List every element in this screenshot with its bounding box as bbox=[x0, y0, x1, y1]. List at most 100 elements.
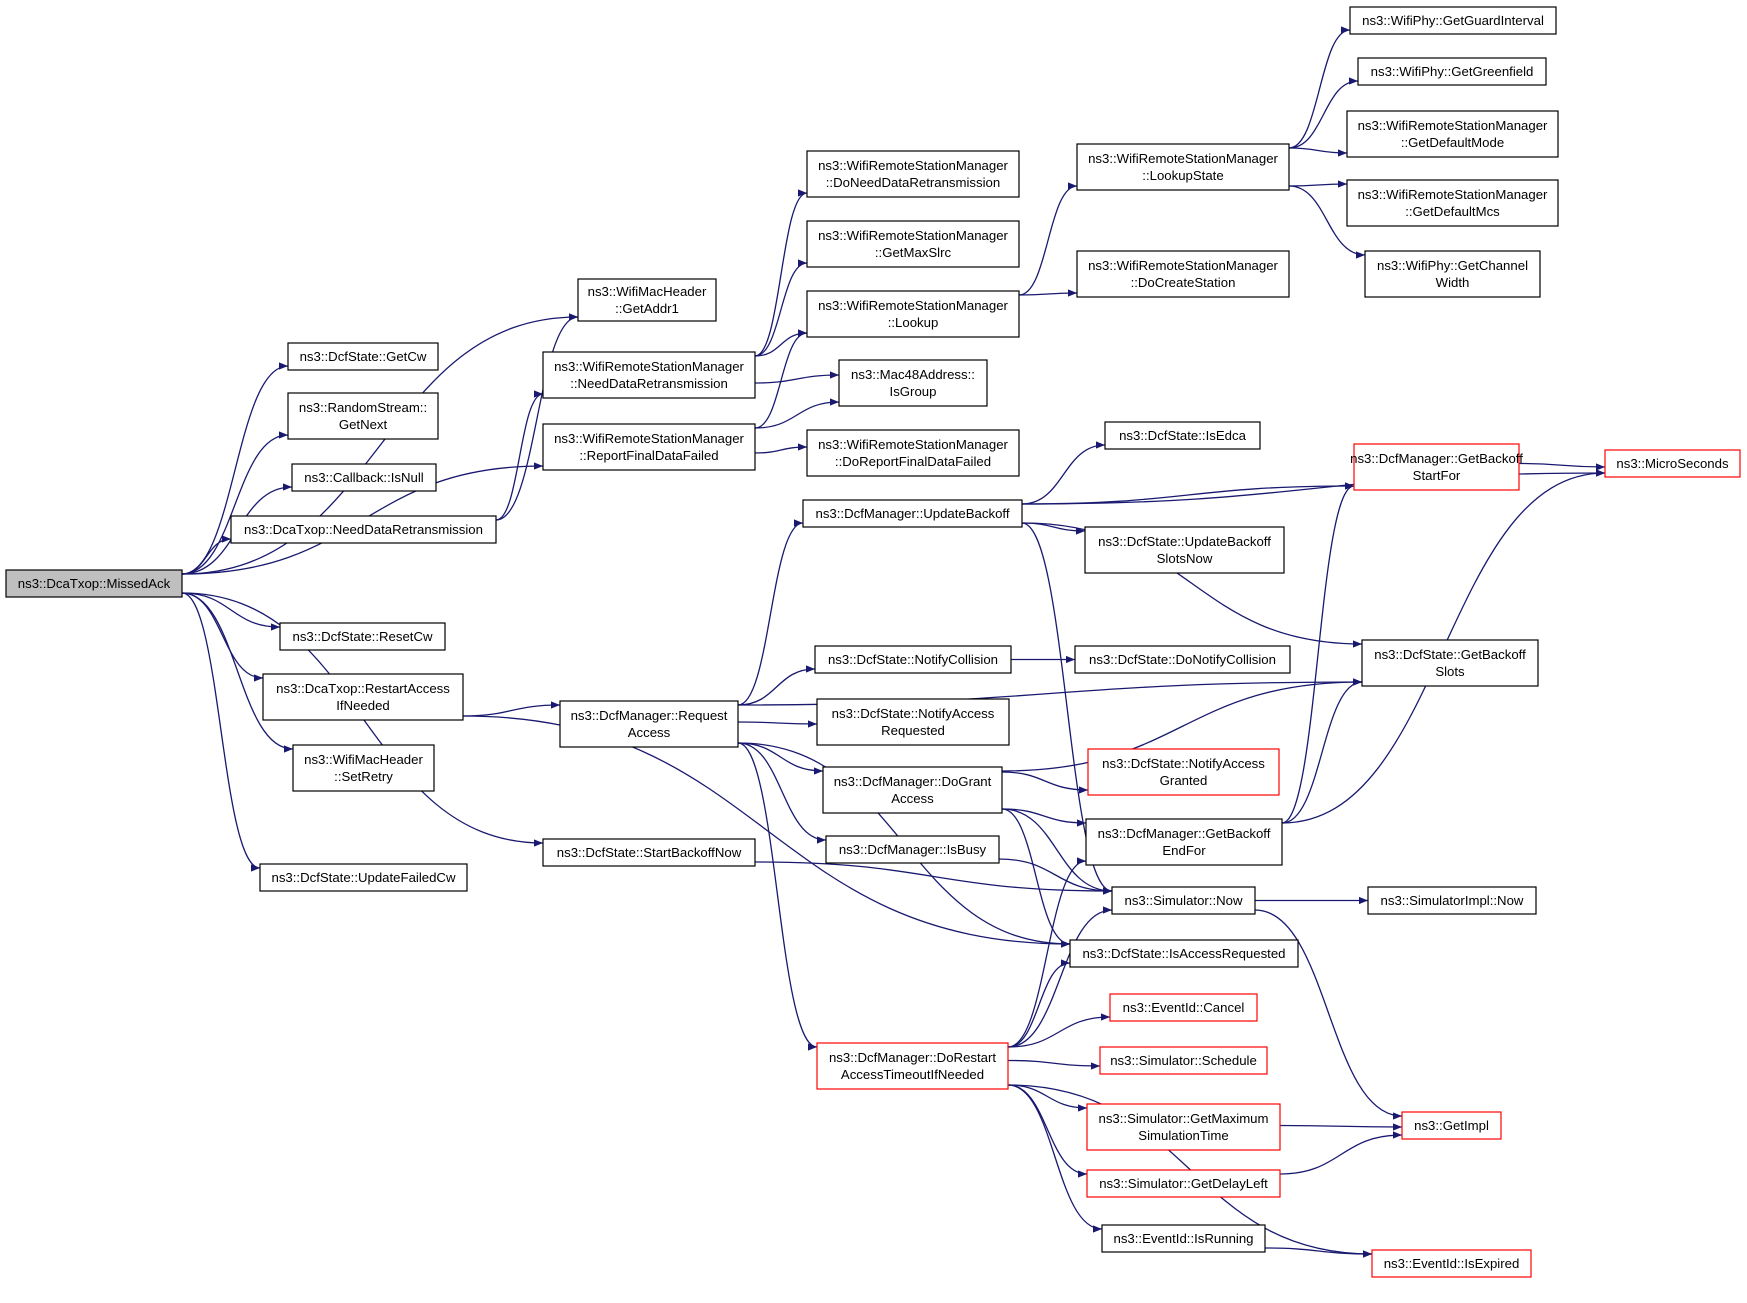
node-schedule[interactable]: ns3::Simulator::Schedule bbox=[1099, 1046, 1268, 1075]
node-label: Granted bbox=[1160, 773, 1208, 788]
node-label: ns3::DcfState::UpdateBackoff bbox=[1098, 534, 1271, 549]
node-isgroup[interactable]: ns3::Mac48Address::IsGroup bbox=[838, 359, 988, 407]
node-box bbox=[1084, 526, 1285, 574]
node-label: ns3::WifiRemoteStationManager bbox=[554, 359, 744, 374]
node-doneeddataretrans[interactable]: ns3::WifiRemoteStationManager::DoNeedDat… bbox=[806, 150, 1020, 198]
node-lookup[interactable]: ns3::WifiRemoteStationManager::Lookup bbox=[806, 290, 1020, 338]
edge-arrow bbox=[1007, 1013, 1111, 1048]
node-getdefaultmode[interactable]: ns3::WifiRemoteStationManager::GetDefaul… bbox=[1346, 110, 1559, 158]
node-getaddr1[interactable]: ns3::WifiMacHeader::GetAddr1 bbox=[577, 278, 717, 322]
node-donotifycollision[interactable]: ns3::DcfState::DoNotifyCollision bbox=[1074, 645, 1291, 674]
node-label: ns3::DcfManager::GetBackoff bbox=[1098, 826, 1271, 841]
edge-arrow bbox=[1001, 808, 1113, 895]
node-simimplnow[interactable]: ns3::SimulatorImpl::Now bbox=[1367, 886, 1537, 915]
node-getdelayleft[interactable]: ns3::Simulator::GetDelayLeft bbox=[1086, 1169, 1281, 1198]
node-box bbox=[1401, 1111, 1502, 1140]
node-box bbox=[542, 351, 756, 399]
node-startbackoffnow[interactable]: ns3::DcfState::StartBackoffNow bbox=[542, 838, 756, 867]
node-label: ns3::GetImpl bbox=[1414, 1118, 1489, 1133]
node-label: ::SetRetry bbox=[334, 769, 393, 784]
edge-arrow bbox=[181, 592, 281, 631]
edge-lookup-to-lookupstate bbox=[1018, 182, 1078, 296]
node-box bbox=[1104, 421, 1261, 450]
node-label: ns3::RandomStream:: bbox=[299, 400, 427, 415]
edge-dograntaccess-to-getbackoffendfor bbox=[1001, 808, 1087, 827]
node-box bbox=[1349, 6, 1557, 35]
edge-arrow bbox=[1007, 906, 1113, 1048]
node-simnow[interactable]: ns3::Simulator::Now bbox=[1111, 886, 1256, 915]
edge-arrow bbox=[1007, 857, 1087, 1048]
node-isaccessrequested[interactable]: ns3::DcfState::IsAccessRequested bbox=[1069, 939, 1299, 968]
edge-dcaneeddataretrans-to-getaddr1 bbox=[495, 313, 579, 521]
node-box bbox=[1074, 645, 1291, 674]
node-reportfinaldatafailed[interactable]: ns3::WifiRemoteStationManager::ReportFin… bbox=[542, 423, 756, 471]
node-isbusy[interactable]: ns3::DcfManager::IsBusy bbox=[825, 835, 1000, 864]
node-microseconds[interactable]: ns3::MicroSeconds bbox=[1604, 449, 1741, 478]
edge-arrow bbox=[1288, 77, 1359, 149]
edge-arrow bbox=[1288, 180, 1348, 188]
node-setretry[interactable]: ns3::WifiMacHeader::SetRetry bbox=[292, 744, 435, 792]
node-isnull[interactable]: ns3::Callback::IsNull bbox=[291, 463, 437, 492]
edge-arrow bbox=[1021, 522, 1113, 895]
edge-arrow bbox=[1281, 482, 1355, 824]
edge-restartaccess-to-isaccessrequested bbox=[462, 715, 1071, 948]
edge-requestaccess-to-isbusy bbox=[737, 742, 827, 844]
node-cancel[interactable]: ns3::EventId::Cancel bbox=[1109, 993, 1258, 1022]
node-dcaneeddataretrans[interactable]: ns3::DcaTxop::NeedDataRetransmission bbox=[230, 515, 497, 544]
node-label: ns3::SimulatorImpl::Now bbox=[1381, 893, 1524, 908]
node-getgreenfield[interactable]: ns3::WifiPhy::GetGreenfield bbox=[1357, 57, 1547, 86]
node-isexpired[interactable]: ns3::EventId::IsExpired bbox=[1371, 1249, 1532, 1278]
edge-dorestart-to-getbackoffendfor bbox=[1007, 857, 1087, 1048]
node-getnext[interactable]: ns3::RandomStream::GetNext bbox=[287, 392, 439, 440]
node-box bbox=[1604, 449, 1741, 478]
node-getcw[interactable]: ns3::DcfState::GetCw bbox=[287, 342, 439, 371]
node-doreportfinaldatafailed[interactable]: ns3::WifiRemoteStationManager::DoReportF… bbox=[806, 429, 1020, 477]
node-resetcw[interactable]: ns3::DcfState::ResetCw bbox=[279, 622, 446, 651]
node-notifycollision[interactable]: ns3::DcfState::NotifyCollision bbox=[814, 645, 1012, 674]
edge-lookupstate-to-getdefaultmode bbox=[1288, 147, 1348, 157]
node-dorestart[interactable]: ns3::DcfManager::DoRestartAccessTimeoutI… bbox=[816, 1042, 1009, 1090]
edge-arrow bbox=[754, 861, 1113, 895]
node-wrsmneeddataretrans[interactable]: ns3::WifiRemoteStationManager::NeedDataR… bbox=[542, 351, 756, 399]
node-label: IfNeeded bbox=[336, 698, 390, 713]
edge-dcaneeddataretrans-to-wrsmneeddataretrans bbox=[495, 390, 544, 521]
node-label: ns3::WifiPhy::GetChannel bbox=[1377, 258, 1528, 273]
node-box bbox=[559, 700, 739, 748]
edge-restartaccess-to-requestaccess bbox=[462, 701, 561, 717]
node-getdefaultmcs[interactable]: ns3::WifiRemoteStationManager::GetDefaul… bbox=[1346, 179, 1559, 227]
node-lookupstate[interactable]: ns3::WifiRemoteStationManager::LookupSta… bbox=[1076, 143, 1290, 191]
edge-arrow bbox=[1021, 482, 1355, 505]
edge-arrow bbox=[181, 592, 294, 753]
node-getguardinterval[interactable]: ns3::WifiPhy::GetGuardInterval bbox=[1349, 6, 1557, 35]
edge-arrow bbox=[737, 742, 827, 844]
node-updatefailedcw[interactable]: ns3::DcfState::UpdateFailedCw bbox=[259, 863, 468, 892]
node-docreatestation[interactable]: ns3::WifiRemoteStationManager::DoCreateS… bbox=[1076, 250, 1290, 298]
node-isrunning[interactable]: ns3::EventId::IsRunning bbox=[1101, 1224, 1266, 1253]
node-box bbox=[1099, 1046, 1268, 1075]
edge-lookupstate-to-getguardinterval bbox=[1288, 26, 1351, 149]
node-getimpl[interactable]: ns3::GetImpl bbox=[1401, 1111, 1502, 1140]
edge-requestaccess-to-notifycollision bbox=[737, 665, 816, 706]
node-getmaxslrc[interactable]: ns3::WifiRemoteStationManager::GetMaxSlr… bbox=[806, 220, 1020, 268]
node-isedca[interactable]: ns3::DcfState::IsEdca bbox=[1104, 421, 1261, 450]
node-updatebackoff[interactable]: ns3::DcfManager::UpdateBackoff bbox=[802, 499, 1023, 528]
edge-wrsmneeddataretrans-to-doneeddataretrans bbox=[754, 189, 808, 357]
edge-arrow bbox=[737, 519, 804, 706]
edge-arrow bbox=[1018, 182, 1078, 296]
node-box bbox=[1353, 443, 1520, 491]
edge-getdelayleft-to-getimpl bbox=[1279, 1131, 1403, 1175]
node-box bbox=[1086, 1169, 1281, 1198]
edge-arrow bbox=[181, 592, 261, 872]
edge-dorestart-to-schedule bbox=[1007, 1059, 1101, 1070]
